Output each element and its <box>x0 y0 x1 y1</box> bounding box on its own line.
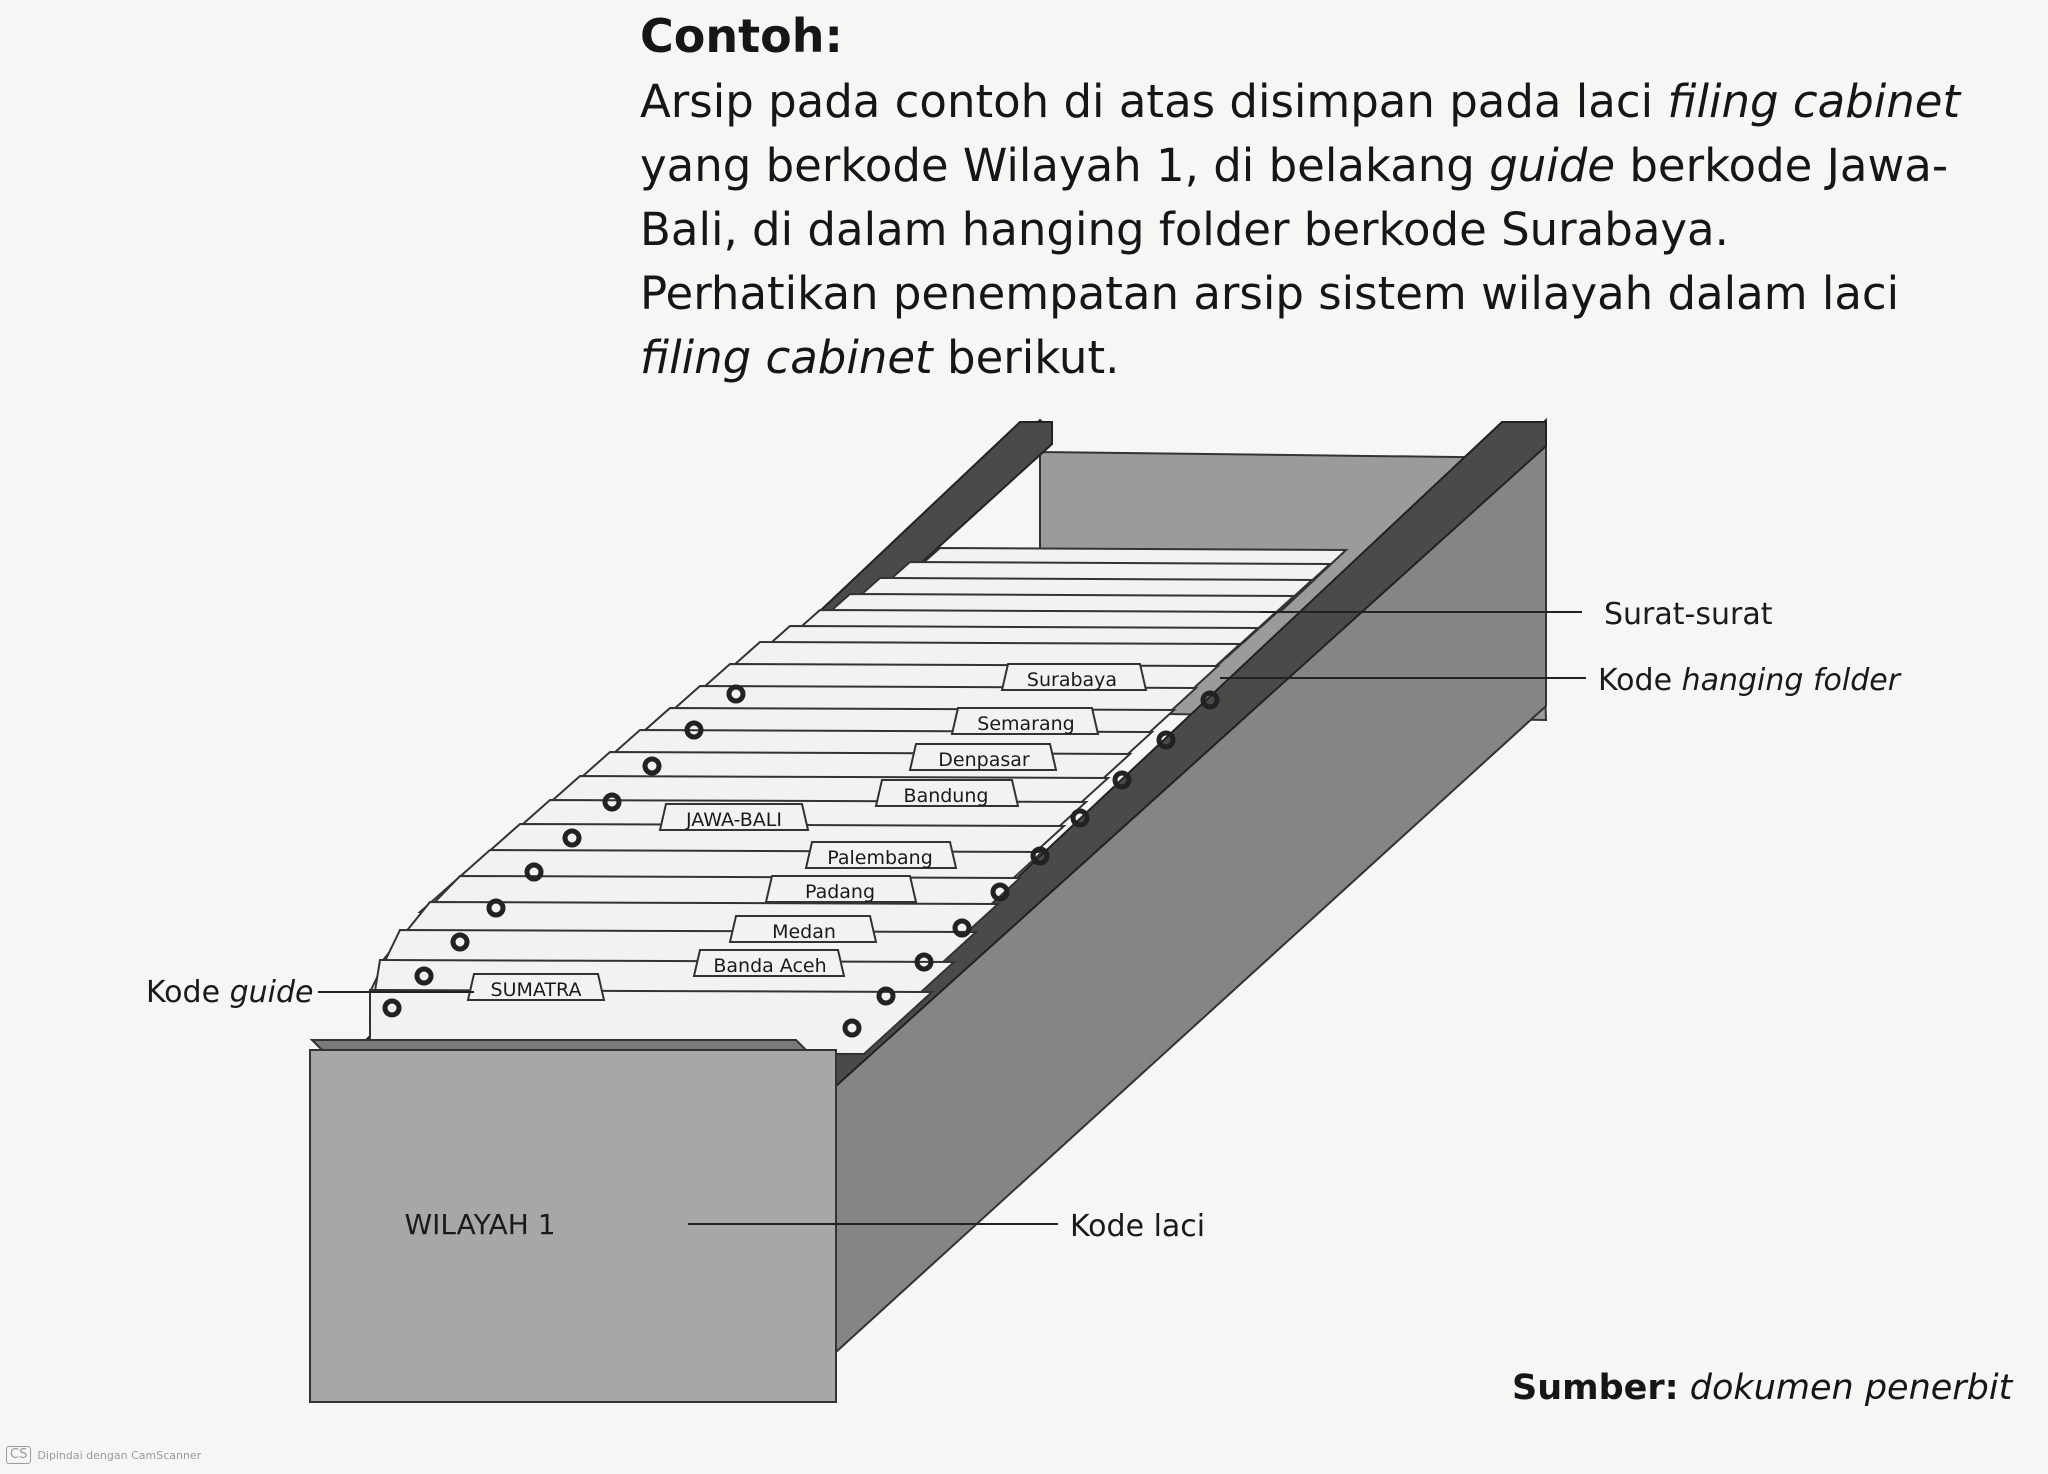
callout-guide-code-b: guide <box>230 975 314 1010</box>
camscanner-logo-icon: CS <box>6 1446 31 1464</box>
tab-label-denpasar: Denpasar <box>938 749 1030 771</box>
drawer-front-panel <box>310 1050 836 1402</box>
tab-label-bandung: Bandung <box>904 785 989 807</box>
tab-label-sumatra: SUMATRA <box>491 979 582 1001</box>
callout-guide-code-a: Kode <box>146 975 230 1010</box>
callout-folder-code-b: hanging folder <box>1682 663 1902 698</box>
callout-drawer-code: Kode laci <box>1070 1209 1205 1244</box>
tab-label-padang: Padang <box>805 881 875 903</box>
tab-label-jawa-bali: JAWA-BALI <box>685 809 782 831</box>
callout-folder-code: Kode hanging folder <box>1598 663 1902 698</box>
callout-folder-code-a: Kode <box>1598 663 1682 698</box>
source-label: Sumber: <box>1512 1368 1679 1408</box>
callout-letters: Surat-surat <box>1604 597 1773 632</box>
tab-label-palembang: Palembang <box>827 847 933 869</box>
tab-label-banda-aceh: Banda Aceh <box>713 955 826 977</box>
drawer-label: WILAYAH 1 <box>404 1208 555 1241</box>
scanner-watermark: CS Dipindai dengan CamScanner <box>6 1446 201 1464</box>
callout-guide-code: Kode guide <box>146 975 313 1010</box>
scanner-text: Dipindai dengan CamScanner <box>37 1449 201 1462</box>
tab-label-surabaya: Surabaya <box>1027 669 1117 691</box>
source-value: dokumen penerbit <box>1690 1368 2013 1408</box>
tab-label-semarang: Semarang <box>977 713 1074 735</box>
tab-label-medan: Medan <box>772 921 836 943</box>
source-credit: Sumber: dokumen penerbit <box>1512 1368 2012 1408</box>
